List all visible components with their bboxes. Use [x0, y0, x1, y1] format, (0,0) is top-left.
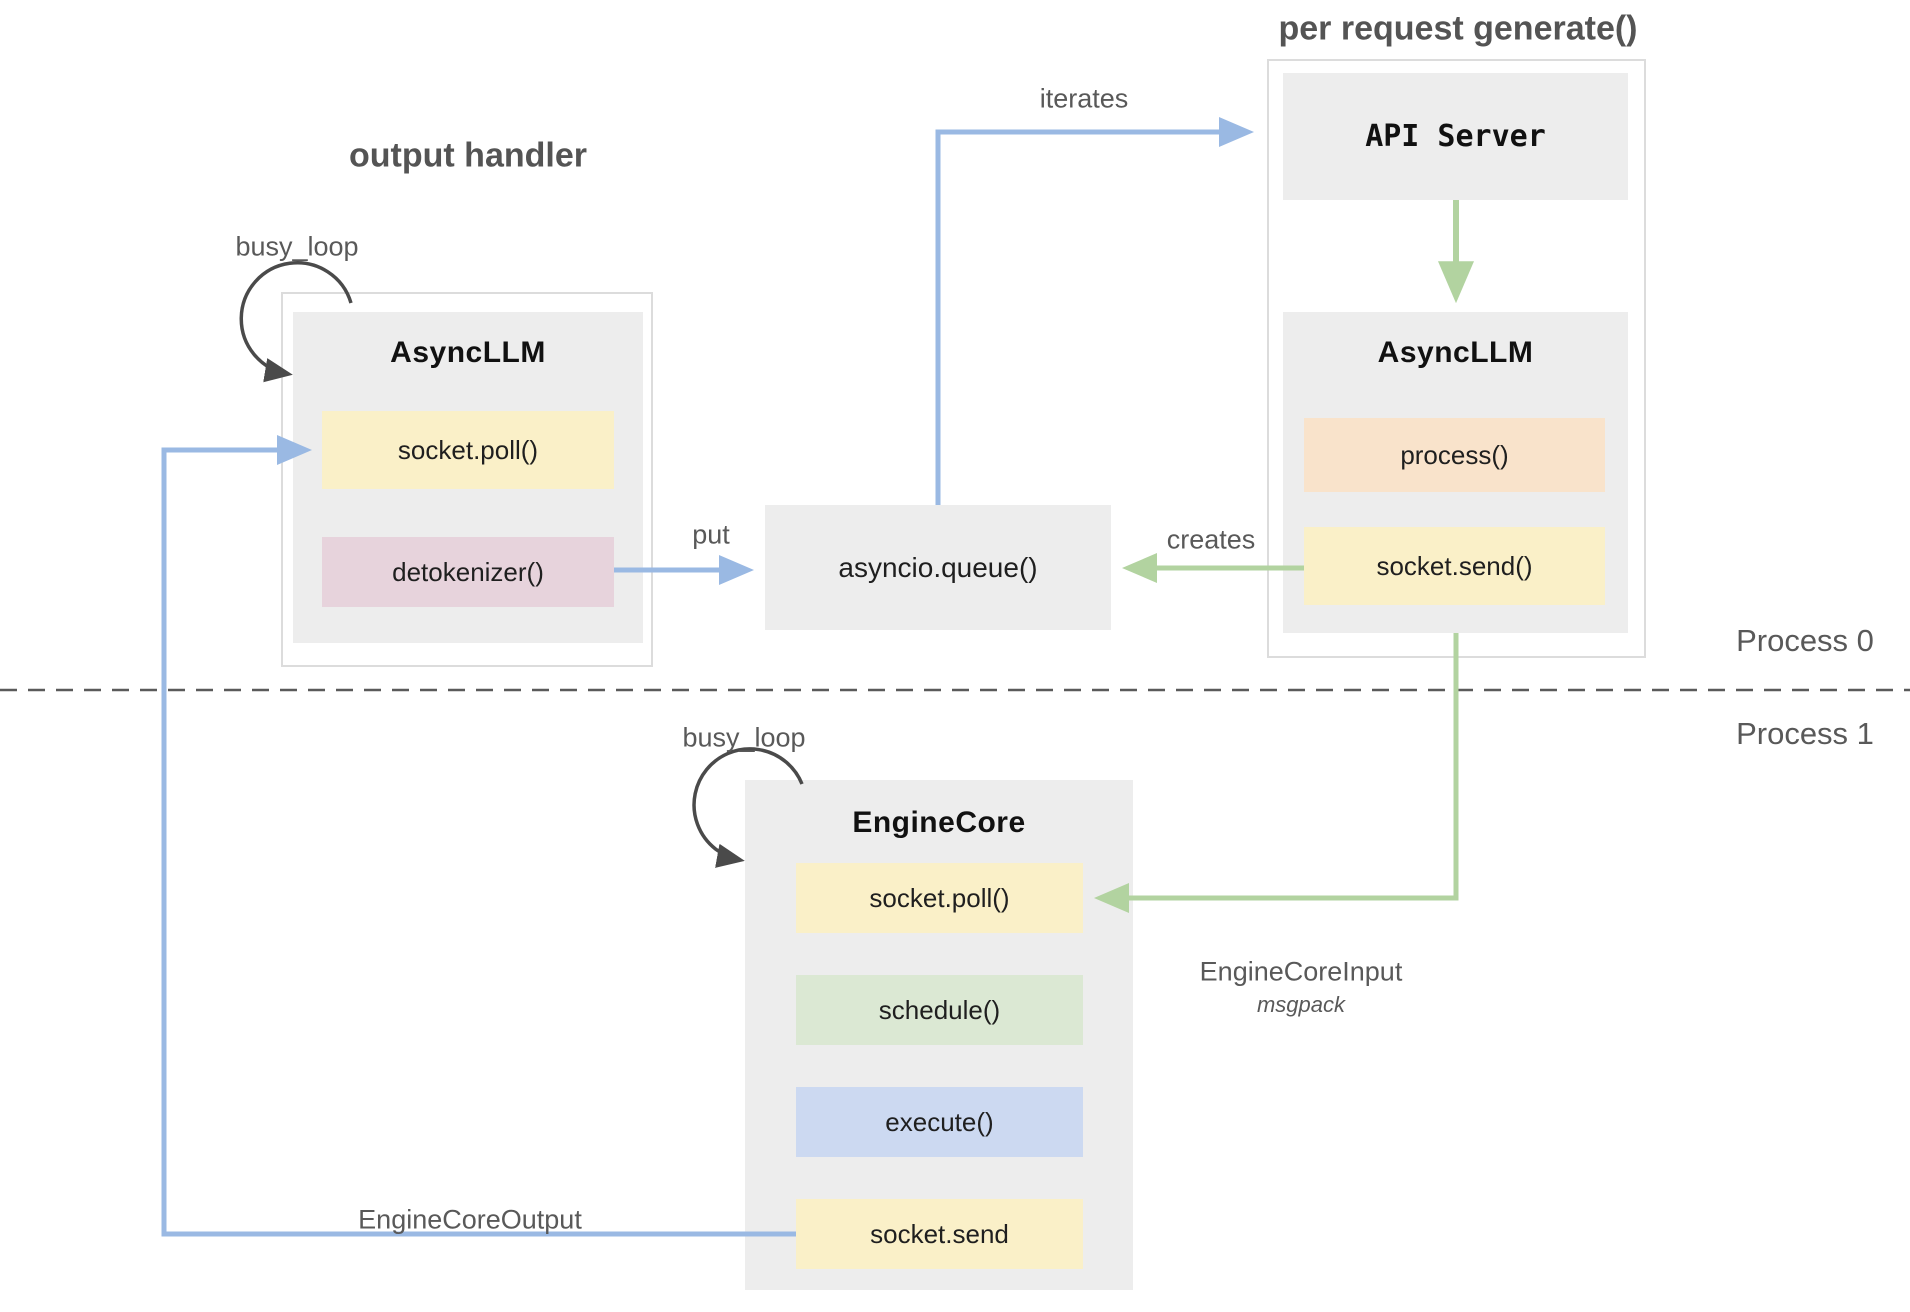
method-label: detokenizer() — [392, 556, 544, 587]
engine-core-output-label: EngineCoreOutput — [358, 1204, 582, 1235]
engine-core-title: EngineCore — [852, 806, 1026, 839]
method-label: socket.poll() — [397, 434, 539, 465]
arrow-iterates — [935, 117, 1254, 505]
node-asyncio-queue: asyncio.queue() — [765, 505, 1111, 630]
method-socket-poll-engine: socket.poll() — [796, 863, 1083, 933]
method-label: schedule() — [878, 994, 1001, 1025]
node-api-server: API Server — [1283, 73, 1628, 200]
engine-core-input-label: EngineCoreInput — [1199, 956, 1403, 987]
method-socket-poll-left: socket.poll() — [322, 411, 614, 489]
api-server-title: API Server — [1365, 119, 1546, 154]
process-1-label: Process 1 — [1736, 716, 1874, 751]
node-engine-core: EngineCore socket.poll() schedule() exec… — [745, 780, 1133, 1290]
node-asyncllm-left: AsyncLLM socket.poll() detokenizer() — [293, 312, 643, 643]
arrow-engine-core-input — [1094, 633, 1459, 913]
msgpack-label: msgpack — [1256, 992, 1346, 1017]
iterates-label: iterates — [1039, 83, 1129, 114]
method-socket-send-right: socket.send() — [1304, 527, 1605, 605]
method-schedule: schedule() — [796, 975, 1083, 1045]
method-socket-send-engine: socket.send — [796, 1199, 1083, 1269]
busy-loop-bottom-label: busy_loop — [682, 722, 806, 753]
node-asyncllm-right: AsyncLLM process() socket.send() — [1283, 312, 1628, 633]
method-detokenizer: detokenizer() — [322, 537, 614, 607]
method-label: socket.send() — [1376, 550, 1533, 581]
asyncllm-right-title: AsyncLLM — [1377, 336, 1534, 369]
output-handler-title: output handler — [349, 136, 587, 175]
creates-label: creates — [1166, 524, 1256, 555]
method-label: process() — [1400, 439, 1509, 470]
method-label: socket.poll() — [869, 882, 1010, 913]
method-execute: execute() — [796, 1087, 1083, 1157]
per-request-generate-title: per request generate() — [1278, 9, 1638, 48]
process-0-label: Process 0 — [1736, 623, 1874, 658]
queue-label: asyncio.queue() — [838, 551, 1038, 583]
method-label: socket.send — [870, 1218, 1009, 1249]
method-label: execute() — [885, 1106, 994, 1137]
asyncllm-left-title: AsyncLLM — [390, 336, 546, 369]
method-process: process() — [1304, 418, 1605, 492]
put-label: put — [692, 519, 730, 550]
busy-loop-left-label: busy_loop — [235, 231, 359, 262]
